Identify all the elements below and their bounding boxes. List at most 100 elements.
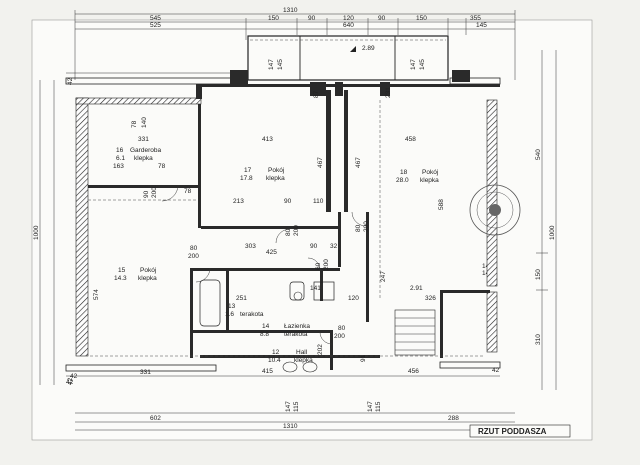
dim-int-78b: 78: [184, 188, 192, 195]
dim-left-small-2: 42: [67, 377, 74, 385]
room-16-number: 16: [116, 147, 124, 154]
room-18-name: Pokój: [422, 169, 438, 176]
room-12-name: Hall: [296, 349, 308, 356]
dim-int-413: 413: [262, 136, 273, 143]
dim-int-467a: 467: [317, 157, 324, 168]
dim-int-78c: 78: [131, 120, 138, 128]
room-labels: 16 Garderoba 6.1 klepka 17 Pokój 17.8 kl…: [114, 147, 439, 364]
dim-int-574: 574: [93, 289, 100, 300]
dim-balcony-2: 145: [277, 59, 284, 70]
dim-int-80b: 80: [285, 228, 292, 236]
dim-balcony-3: 147: [410, 59, 417, 70]
dim-top2-2: 150: [268, 15, 279, 22]
dim-int-80d: 80: [338, 325, 346, 332]
room-12-number: 12: [272, 349, 280, 356]
dim-int-42b: 42: [492, 367, 500, 374]
dim-int-326: 326: [425, 295, 436, 302]
room-16: 16 Garderoba 6.1 klepka: [116, 147, 161, 162]
dim-bottom1-3: 147: [367, 401, 374, 412]
room-18-area: 28.0: [396, 177, 409, 184]
room-15-number: 15: [118, 267, 126, 274]
dim-left-small-3: 42: [66, 379, 74, 386]
room-16-finish: klepka: [134, 155, 153, 162]
dim-top3-3: 145: [476, 22, 487, 29]
plan-title: RZUT PODDASZA: [478, 427, 547, 436]
room-17-finish: klepka: [266, 175, 285, 182]
room-14-number: 14: [262, 323, 270, 330]
dim-int-78a: 78: [158, 163, 166, 170]
dim-int-91: 91: [360, 354, 367, 362]
room-18-finish: klepka: [420, 177, 439, 184]
dim-int-200b: 200: [188, 253, 199, 260]
doors: [161, 184, 367, 345]
dim-balcony-1: 147: [268, 59, 275, 70]
dim-int-90c: 90: [143, 190, 150, 198]
dim-int-163: 163: [113, 163, 124, 170]
room-12: 12 Hall 10.4 klepka: [268, 349, 313, 364]
room-16-name: Garderoba: [130, 147, 161, 154]
room-15: 15 Pokój 14.3 klepka: [114, 267, 157, 282]
dim-top2-4: 120: [343, 15, 354, 22]
dim-int-141: 141: [310, 285, 321, 292]
dim-int-87: 87: [313, 90, 320, 98]
dim-int-251: 251: [236, 295, 247, 302]
dim-int-200e: 200: [334, 333, 345, 340]
dim-int-247: 247: [380, 271, 387, 282]
dim-bottom1-4: 115: [375, 401, 382, 412]
room-15-name: Pokój: [140, 267, 156, 274]
dim-left-small-1: 42: [67, 77, 74, 85]
stamp-seal: [469, 184, 521, 236]
left-dimensions: 1000 42 42 42: [33, 77, 74, 386]
room-13: 13 1.6 terakota: [225, 303, 264, 318]
dim-int-202: 202: [317, 344, 324, 355]
dim-top2-3: 90: [308, 15, 316, 22]
room-14: 14 Łazienka 8.8 terakota: [260, 323, 310, 338]
dim-top3-1: 525: [150, 22, 161, 29]
room-17: 17 Pokój 17.8 klepka: [240, 167, 285, 182]
dim-int-120: 120: [348, 295, 359, 302]
room-18: 18 Pokój 28.0 klepka: [396, 169, 439, 184]
interior-dimensions: 331 413 458 163 78 78 213 90 110 303 425…: [70, 87, 500, 380]
dim-int-331b: 331: [140, 369, 151, 376]
dim-int-303: 303: [245, 243, 256, 250]
room-18-number: 18: [400, 169, 408, 176]
bottom-dimensions: 602 288 1310 147 115 147 115 415 456: [75, 368, 515, 431]
dim-balcony-4: 145: [419, 59, 426, 70]
dim-bottom1-5: 415: [262, 368, 273, 375]
room-17-name: Pokój: [268, 167, 284, 174]
dim-bottom2-1: 602: [150, 415, 161, 422]
dim-int-200a: 200: [151, 187, 158, 198]
dim-top2-1: 545: [150, 15, 161, 22]
dim-int-467b: 467: [355, 157, 362, 168]
dim-bottom1-6: 456: [408, 368, 419, 375]
room-14-area: 8.8: [260, 331, 269, 338]
room-12-area: 10.4: [268, 357, 281, 364]
dim-right-total: 1000: [549, 225, 556, 240]
dim-bottom1-2: 115: [293, 401, 300, 412]
bathroom-fixtures: [199, 279, 335, 373]
dim-int-32: 32: [330, 243, 338, 250]
dim-bottom2-2: 288: [448, 415, 459, 422]
room-14-name: Łazienka: [284, 323, 310, 330]
dim-bottom-total: 1310: [283, 423, 298, 430]
dim-left-total: 1000: [33, 225, 40, 240]
dim-top-total: 1310: [283, 7, 298, 14]
room-16-area: 6.1: [116, 155, 125, 162]
dim-right-3: 310: [535, 334, 542, 345]
dim-int-425: 425: [266, 249, 277, 256]
dim-bottom1-1: 147: [285, 401, 292, 412]
balcony-level: 2.89: [362, 45, 375, 52]
room-14-finish: terakota: [284, 331, 308, 338]
dim-right-2: 150: [535, 269, 542, 280]
dim-int-200d: 200: [363, 221, 370, 232]
dim-int-291: 2.91: [410, 285, 423, 292]
dim-int-90a: 90: [284, 198, 292, 205]
top-balcony: 147 145 147 145 2.89: [247, 35, 449, 81]
room-13-number: 13: [228, 303, 236, 310]
dim-int-60: 60: [315, 262, 322, 270]
room-13-area: 1.6: [225, 311, 234, 318]
dim-int-90b: 90: [310, 243, 318, 250]
title-block: RZUT PODDASZA: [469, 424, 571, 438]
top-dimensions: 1310 545 150 90 120 90 150 355 525 640 1…: [74, 7, 516, 80]
